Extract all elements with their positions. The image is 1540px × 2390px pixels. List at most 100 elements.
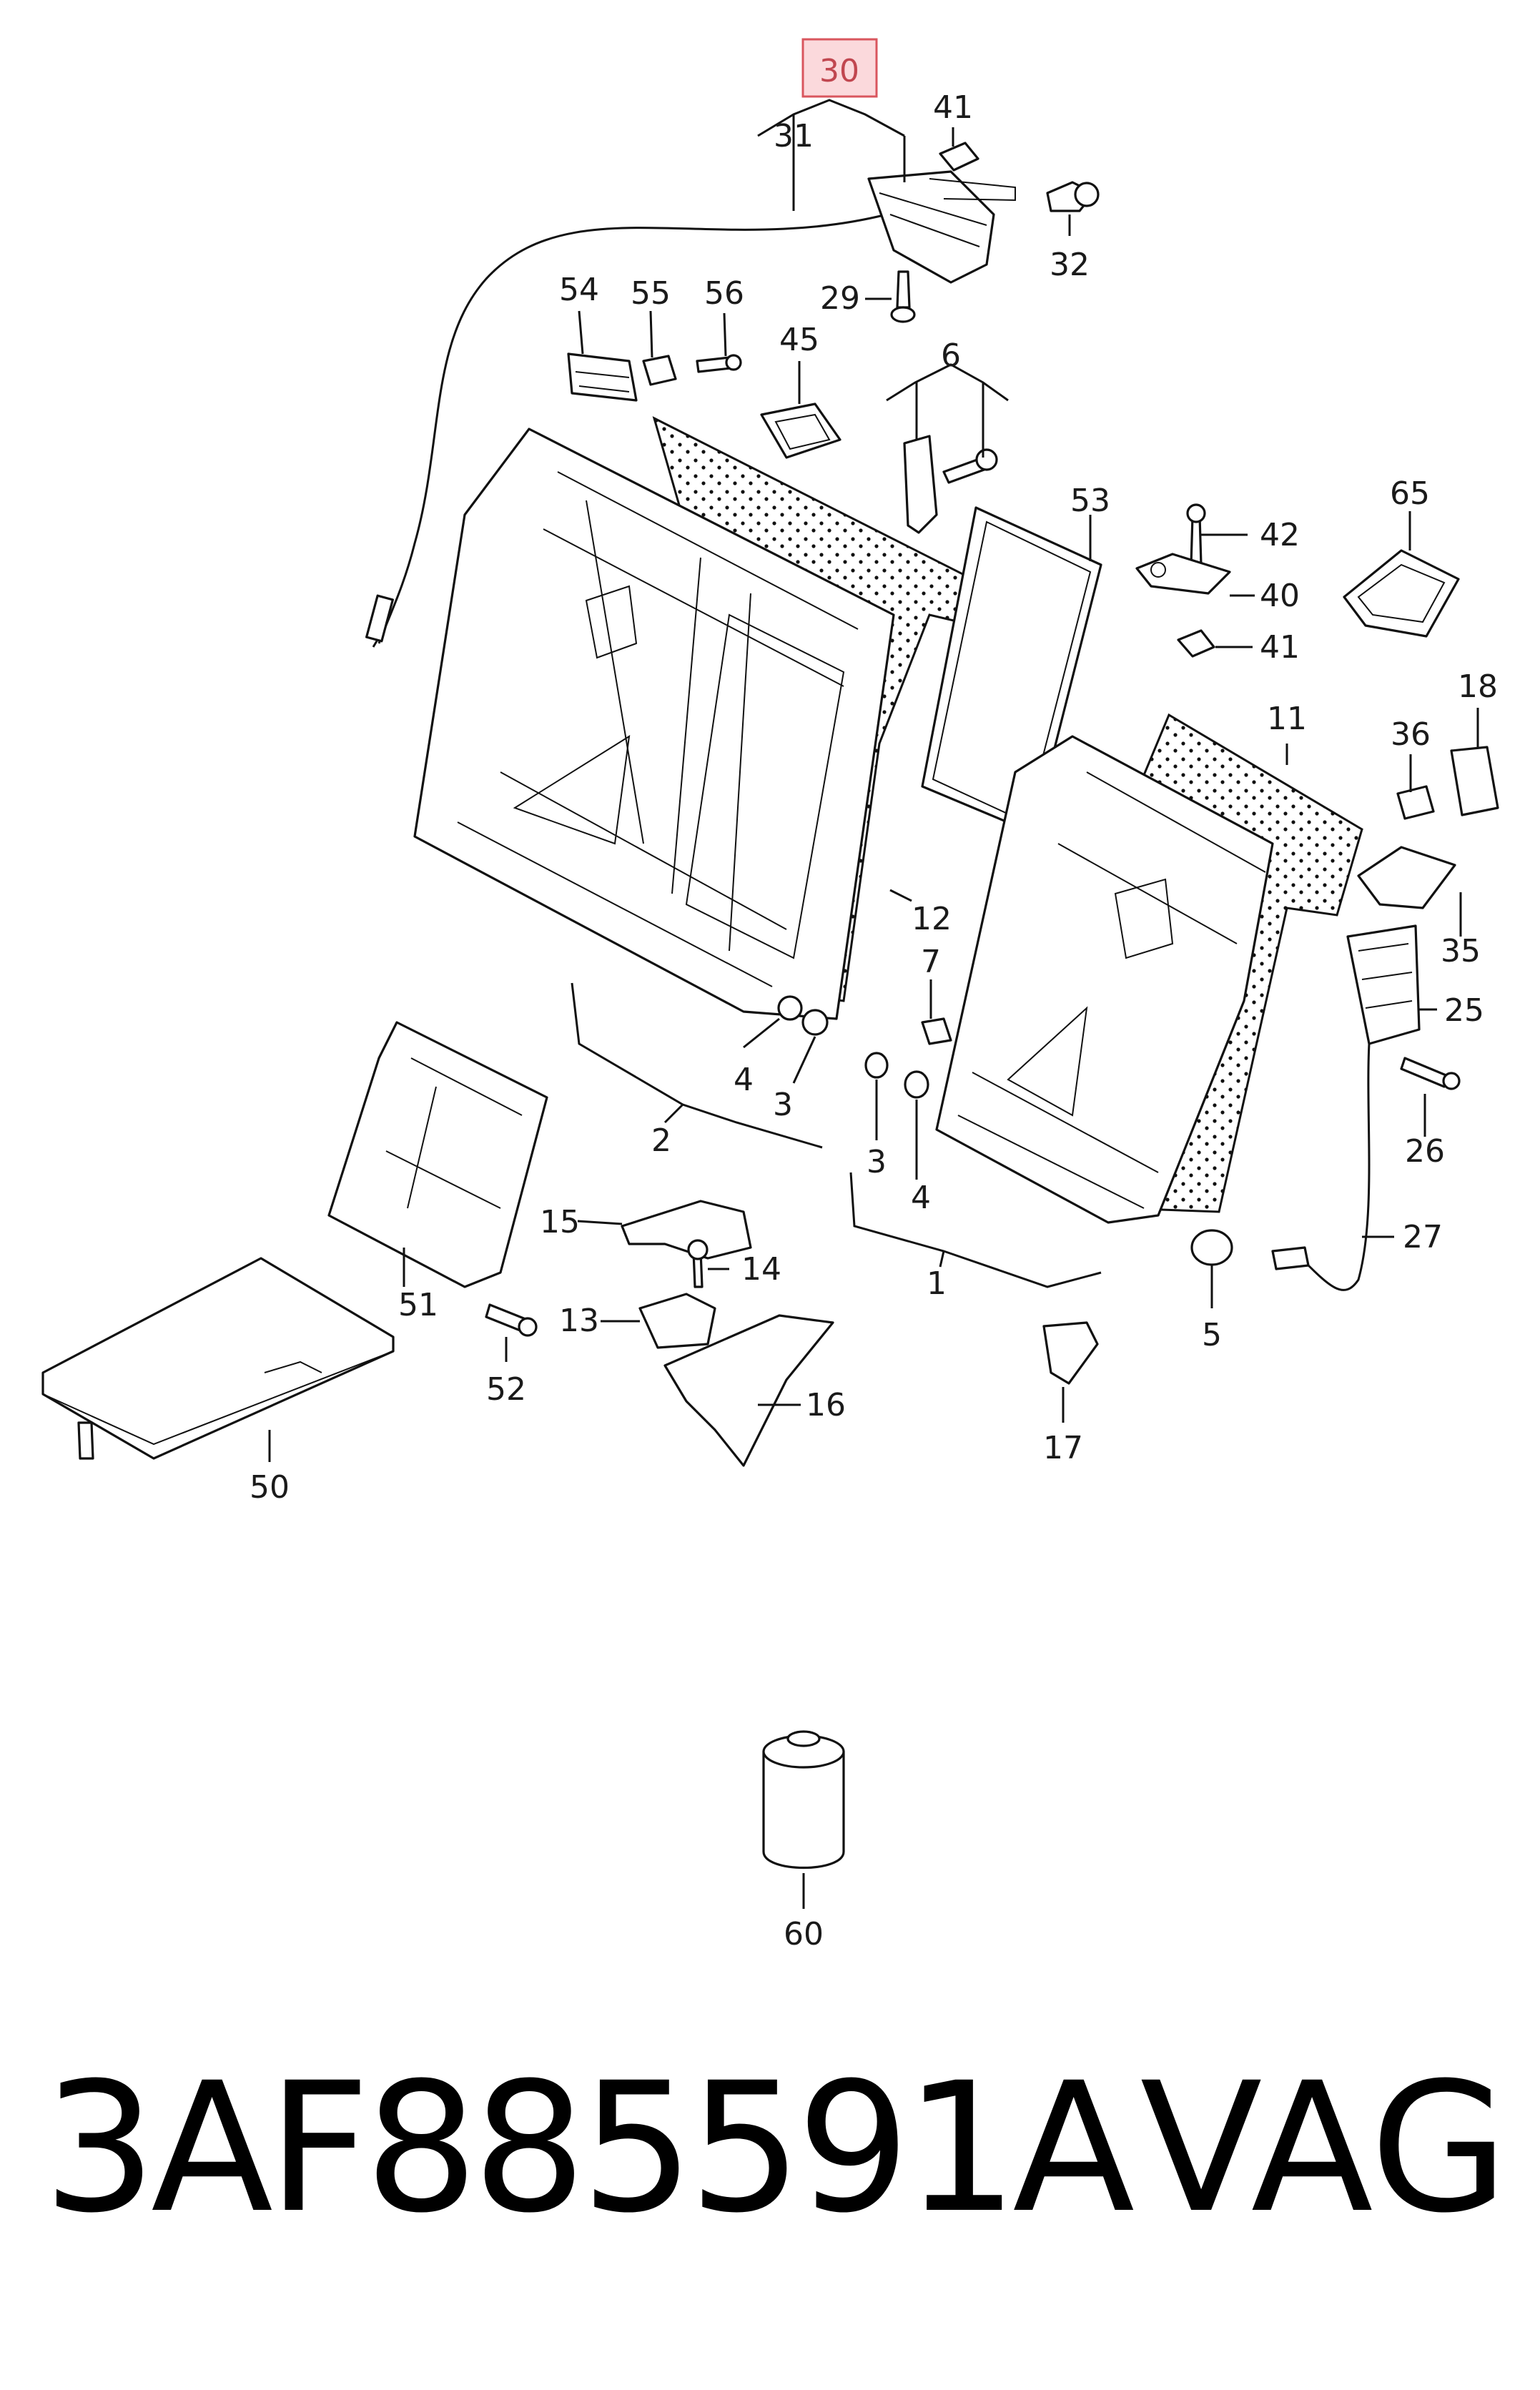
bracket-13-part: [638, 1293, 716, 1349]
plate-40-hole: [1150, 562, 1166, 578]
callout-label: 41: [933, 89, 973, 126]
callout-label: 50: [250, 1469, 290, 1506]
clip-17-part: [1042, 1321, 1099, 1385]
cable-end-part: [365, 594, 394, 643]
right-frame-detail-a: [957, 771, 1266, 1209]
callout-label: 35: [1441, 933, 1481, 969]
left-frame-detail-b: [586, 500, 751, 952]
callout-40[interactable]: 40: [1260, 578, 1300, 614]
callout-5[interactable]: 5: [1202, 1317, 1222, 1353]
callout-label: 17: [1043, 1430, 1083, 1466]
callout-label: 12: [912, 901, 952, 937]
callout-27[interactable]: 27: [1403, 1219, 1443, 1255]
clip-41-lower-part: [1177, 629, 1215, 658]
latch-25-part: [1346, 924, 1421, 1045]
callout-label: 40: [1260, 578, 1300, 614]
bracket-6-part: [903, 435, 938, 534]
callout-41-top[interactable]: 41: [933, 89, 973, 126]
callout-65[interactable]: 65: [1390, 475, 1430, 512]
callout-label: 54: [559, 272, 599, 308]
callout-3-left[interactable]: 3: [773, 1087, 793, 1123]
callout-1[interactable]: 1: [927, 1265, 947, 1302]
callout-11[interactable]: 11: [1267, 701, 1307, 737]
callout-26[interactable]: 26: [1405, 1133, 1445, 1170]
callout-25[interactable]: 25: [1444, 992, 1484, 1029]
screw-29-head: [890, 306, 916, 323]
right-frame-triangle: [1007, 1006, 1088, 1117]
callout-30[interactable]: 30: [801, 38, 878, 98]
armrest-50-detail: [42, 1350, 394, 1446]
callout-41-lower[interactable]: 41: [1260, 629, 1300, 666]
release-handle-part: [867, 170, 995, 284]
callout-50[interactable]: 50: [250, 1469, 290, 1506]
callout-32[interactable]: 32: [1050, 247, 1090, 283]
callout-45[interactable]: 45: [779, 322, 819, 358]
callout-4-right[interactable]: 4: [911, 1180, 931, 1216]
trim-16-part: [663, 1314, 834, 1467]
latch-25-detail: [1358, 943, 1413, 1009]
callout-18[interactable]: 18: [1458, 668, 1498, 705]
callout-17[interactable]: 17: [1043, 1430, 1083, 1466]
callout-52[interactable]: 52: [486, 1371, 526, 1408]
bracket-54-part: [567, 352, 638, 402]
left-frame-triangle: [513, 735, 631, 845]
callout-label: 25: [1444, 992, 1484, 1029]
bracket-54-detail: [575, 371, 630, 392]
cable-27-connector: [1271, 1246, 1310, 1270]
callout-label: 45: [779, 322, 819, 358]
callout-2[interactable]: 2: [651, 1122, 671, 1159]
callout-55[interactable]: 55: [631, 275, 671, 312]
bushing-3b-part: [864, 1052, 889, 1079]
armrest-frame-51-part: [327, 1021, 548, 1288]
callout-14[interactable]: 14: [741, 1251, 781, 1288]
callout-31[interactable]: 31: [774, 118, 814, 154]
callout-label: 32: [1050, 247, 1090, 283]
clip-32-head: [1074, 182, 1100, 207]
callout-3-right[interactable]: 3: [867, 1144, 887, 1180]
leader-lines: [268, 99, 1479, 1909]
callout-15[interactable]: 15: [540, 1204, 580, 1240]
callout-35[interactable]: 35: [1441, 933, 1481, 969]
callout-16[interactable]: 16: [806, 1387, 846, 1423]
part-number: 3AF885591A: [43, 2044, 1135, 2252]
armrest-frame-51-detail: [385, 1057, 523, 1209]
screw-42-part: [1190, 515, 1203, 566]
callout-label: 52: [486, 1371, 526, 1408]
callout-13[interactable]: 13: [559, 1303, 599, 1339]
callout-label: 42: [1260, 517, 1300, 553]
callout-label: 60: [784, 1916, 824, 1952]
cable-27-part: [1300, 1043, 1371, 1291]
cover-15-part: [621, 1200, 752, 1260]
screw-42-head: [1186, 503, 1206, 523]
cable-tip-part: [372, 639, 379, 648]
callout-7[interactable]: 7: [921, 944, 941, 980]
callout-42[interactable]: 42: [1260, 517, 1300, 553]
handle-65-inner: [1357, 563, 1446, 623]
callout-6[interactable]: 6: [941, 337, 961, 374]
callout-label: 2: [651, 1122, 671, 1159]
left-backrest-frame-part: [413, 428, 895, 1020]
callout-36[interactable]: 36: [1391, 716, 1431, 753]
callout-label: 51: [398, 1287, 438, 1323]
bolt-26-head: [1442, 1072, 1461, 1090]
callout-56[interactable]: 56: [704, 275, 744, 312]
bolt-26-part: [1400, 1057, 1449, 1088]
callout-12[interactable]: 12: [912, 901, 952, 937]
release-handle-detail: [879, 178, 1016, 247]
callout-60[interactable]: 60: [784, 1916, 824, 1952]
right-backrest-frame-part: [935, 735, 1274, 1224]
callout-29[interactable]: 29: [820, 280, 860, 317]
bowden-cable-part: [377, 213, 887, 644]
callout-53[interactable]: 53: [1070, 483, 1110, 519]
container-60-cap: [786, 1730, 821, 1747]
clip-41-top-part: [939, 142, 979, 172]
callout-54[interactable]: 54: [559, 272, 599, 308]
handle-65-part: [1343, 549, 1460, 638]
callout-label: 31: [774, 118, 814, 154]
handle-bezel-45-inner: [774, 413, 831, 450]
bolt-56-head: [725, 354, 742, 371]
callout-label: 56: [704, 275, 744, 312]
callout-label: 5: [1202, 1317, 1222, 1353]
callout-4-left[interactable]: 4: [734, 1062, 754, 1098]
callout-51[interactable]: 51: [398, 1287, 438, 1323]
